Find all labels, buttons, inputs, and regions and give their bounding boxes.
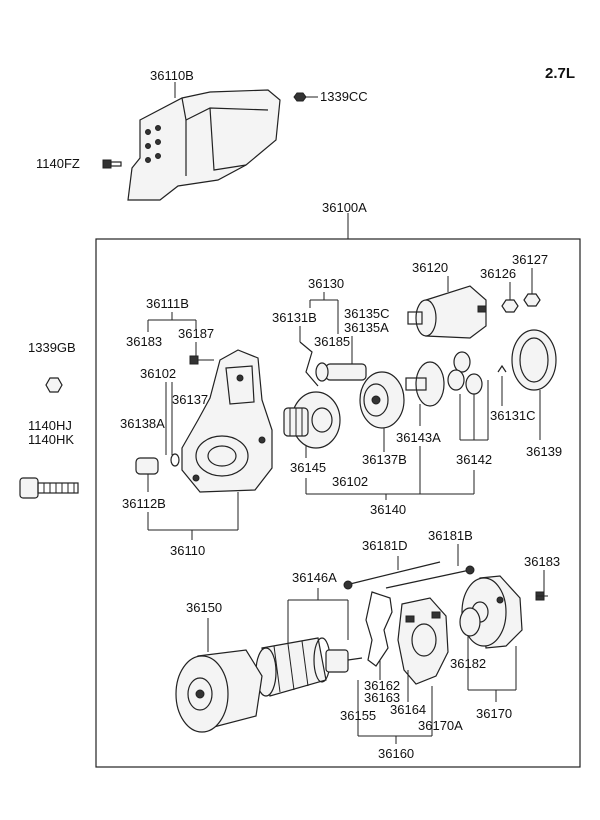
- label-36138A: 36138A: [120, 416, 165, 431]
- overrunning-clutch-36145-drawing: [283, 391, 341, 449]
- label-36181D: 36181D: [362, 538, 408, 553]
- label-36162: 36162: [364, 678, 400, 693]
- label-36131C: 36131C: [490, 408, 536, 423]
- label-36100A: 36100A: [322, 200, 367, 215]
- label-36102-left: 36102: [140, 366, 176, 381]
- label-36163: 36163: [364, 690, 400, 705]
- internal-gear-36137B-drawing: [359, 371, 405, 429]
- nut-36126-drawing: [501, 299, 519, 313]
- label-36112B: 36112B: [122, 496, 166, 511]
- label-36111B: 36111B: [146, 296, 189, 311]
- nut-1339CC-drawing: [293, 92, 307, 102]
- label-36131B: 36131B: [272, 310, 317, 325]
- nut-36127-drawing: [523, 293, 541, 307]
- bushing-36112B-drawing: [135, 457, 159, 475]
- ring-gear-36139-drawing: [511, 329, 557, 391]
- screw-36187-drawing: [189, 355, 214, 365]
- label-36164: 36164: [390, 702, 426, 717]
- label-1339CC: 1339CC: [320, 89, 368, 104]
- planet-gears-36142-drawing: [447, 351, 483, 395]
- label-36170: 36170: [476, 706, 512, 721]
- label-36137B: 36137B: [362, 452, 407, 467]
- label-36130: 36130: [308, 276, 344, 291]
- label-36185: 36185: [314, 334, 350, 349]
- planetary-shaft-36143A-drawing: [405, 361, 445, 407]
- label-36187: 36187: [178, 326, 214, 341]
- label-36137A: 36137A: [172, 392, 217, 407]
- label-36181B: 36181B: [428, 528, 473, 543]
- shift-lever-36131B-drawing: [299, 341, 319, 387]
- armature-36146A-drawing: [255, 637, 363, 697]
- screw-36183-drawing: [535, 591, 548, 601]
- plunger-36135-drawing: [315, 362, 367, 382]
- label-36183-top: 36183: [126, 334, 162, 349]
- label-36126: 36126: [480, 266, 516, 281]
- label-36139: 36139: [526, 444, 562, 459]
- drive-end-housing-drawing: [181, 349, 273, 493]
- solenoid-36120-drawing: [407, 285, 487, 339]
- label-36142: 36142: [456, 452, 492, 467]
- label-36127: 36127: [512, 252, 548, 267]
- label-1140HJ: 1140HJ: [28, 418, 72, 433]
- label-36110: 36110: [170, 543, 205, 558]
- nut-1339GB-drawing: [45, 377, 63, 393]
- label-36120: 36120: [412, 260, 448, 275]
- label-36135A: 36135A: [344, 320, 389, 335]
- label-36135C: 36135C: [344, 306, 390, 321]
- label-36140: 36140: [370, 502, 406, 517]
- yoke-36150-drawing: [175, 649, 263, 733]
- label-36146A: 36146A: [292, 570, 337, 585]
- brush-holder-36160-drawing: [365, 591, 449, 685]
- long-bolt-1140HJ-drawing: [19, 477, 79, 499]
- label-36170A: 36170A: [418, 718, 463, 733]
- rear-cover-36170-drawing: [461, 575, 523, 649]
- label-36145: 36145: [290, 460, 326, 475]
- label-36183-lower: 36183: [524, 554, 560, 569]
- label-36150: 36150: [186, 600, 222, 615]
- label-36110B: 36110B: [150, 68, 194, 83]
- ring-36138A-drawing: [170, 453, 180, 467]
- label-36102-center: 36102: [332, 474, 368, 489]
- label-36143A: 36143A: [396, 430, 441, 445]
- through-bolts-36181-drawing: [343, 561, 475, 590]
- pin-36131C-drawing: [497, 364, 507, 373]
- label-36160: 36160: [378, 746, 414, 761]
- bearing-36182-drawing: [459, 607, 481, 637]
- bolt-1140FZ-drawing: [102, 159, 122, 169]
- heat-shield-drawing: [127, 89, 281, 201]
- label-1140FZ: 1140FZ: [36, 156, 80, 171]
- engine-label: 2.7L: [545, 65, 575, 82]
- label-1339GB: 1339GB: [28, 340, 76, 355]
- starter-assembly-frame: [95, 238, 581, 768]
- label-1140HK: 1140HK: [28, 432, 74, 447]
